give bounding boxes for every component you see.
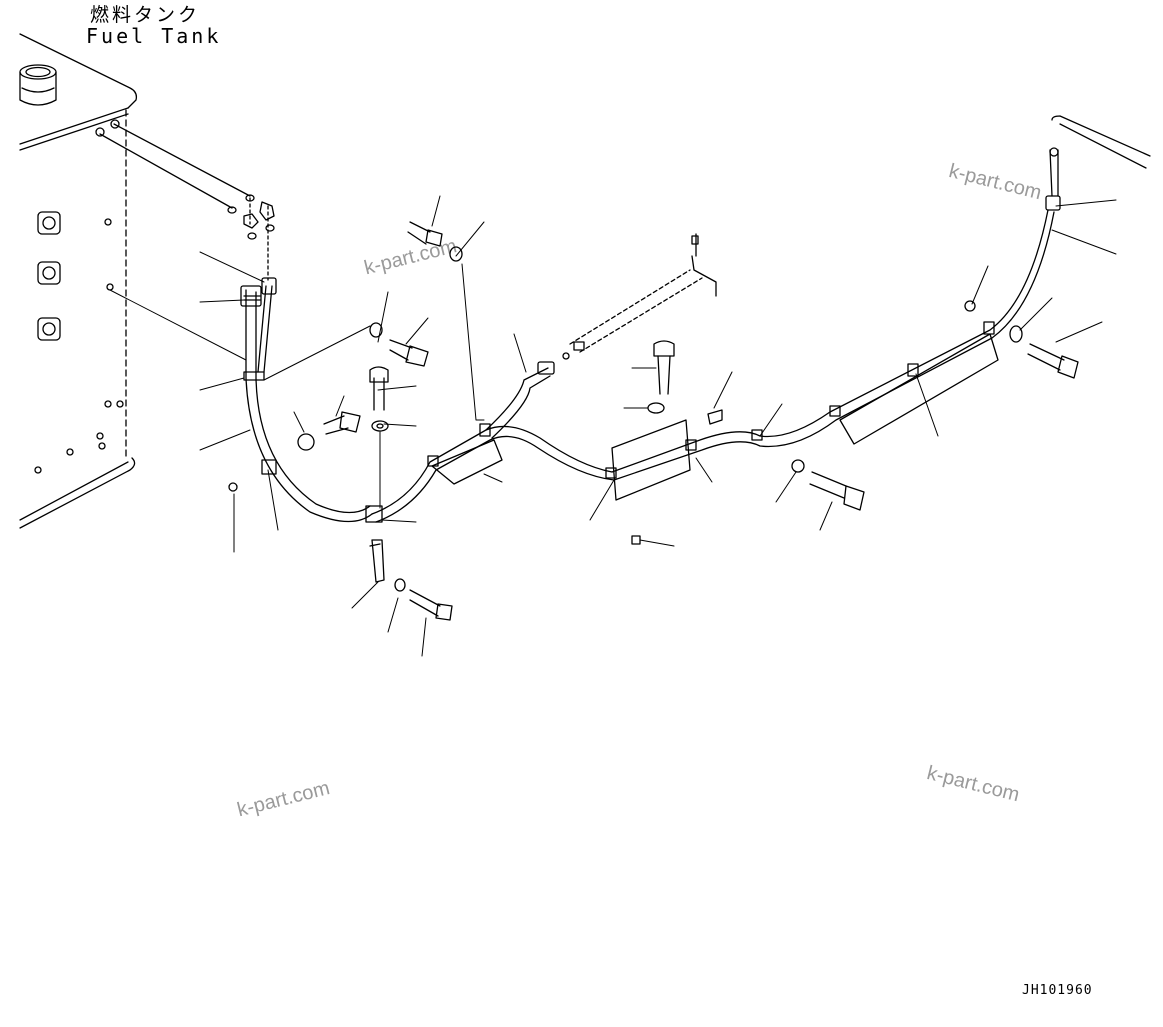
bracket-bolts: [228, 322, 453, 621]
tank-port-tubes: [99, 123, 275, 281]
left-hoses: [240, 277, 373, 523]
protective-sheets: [431, 333, 999, 501]
center-bolts: [407, 221, 1079, 545]
return-line: [562, 233, 717, 360]
leader-lines: [109, 195, 1117, 657]
main-fuel-pipe: [371, 115, 1151, 523]
fuel-tank-label-jp: 燃料タンク: [90, 4, 201, 26]
fuel-tank-label-en: Fuel Tank: [86, 24, 222, 48]
fuel-tank-body: [19, 33, 138, 529]
figure-code: JH101960: [1022, 983, 1093, 998]
